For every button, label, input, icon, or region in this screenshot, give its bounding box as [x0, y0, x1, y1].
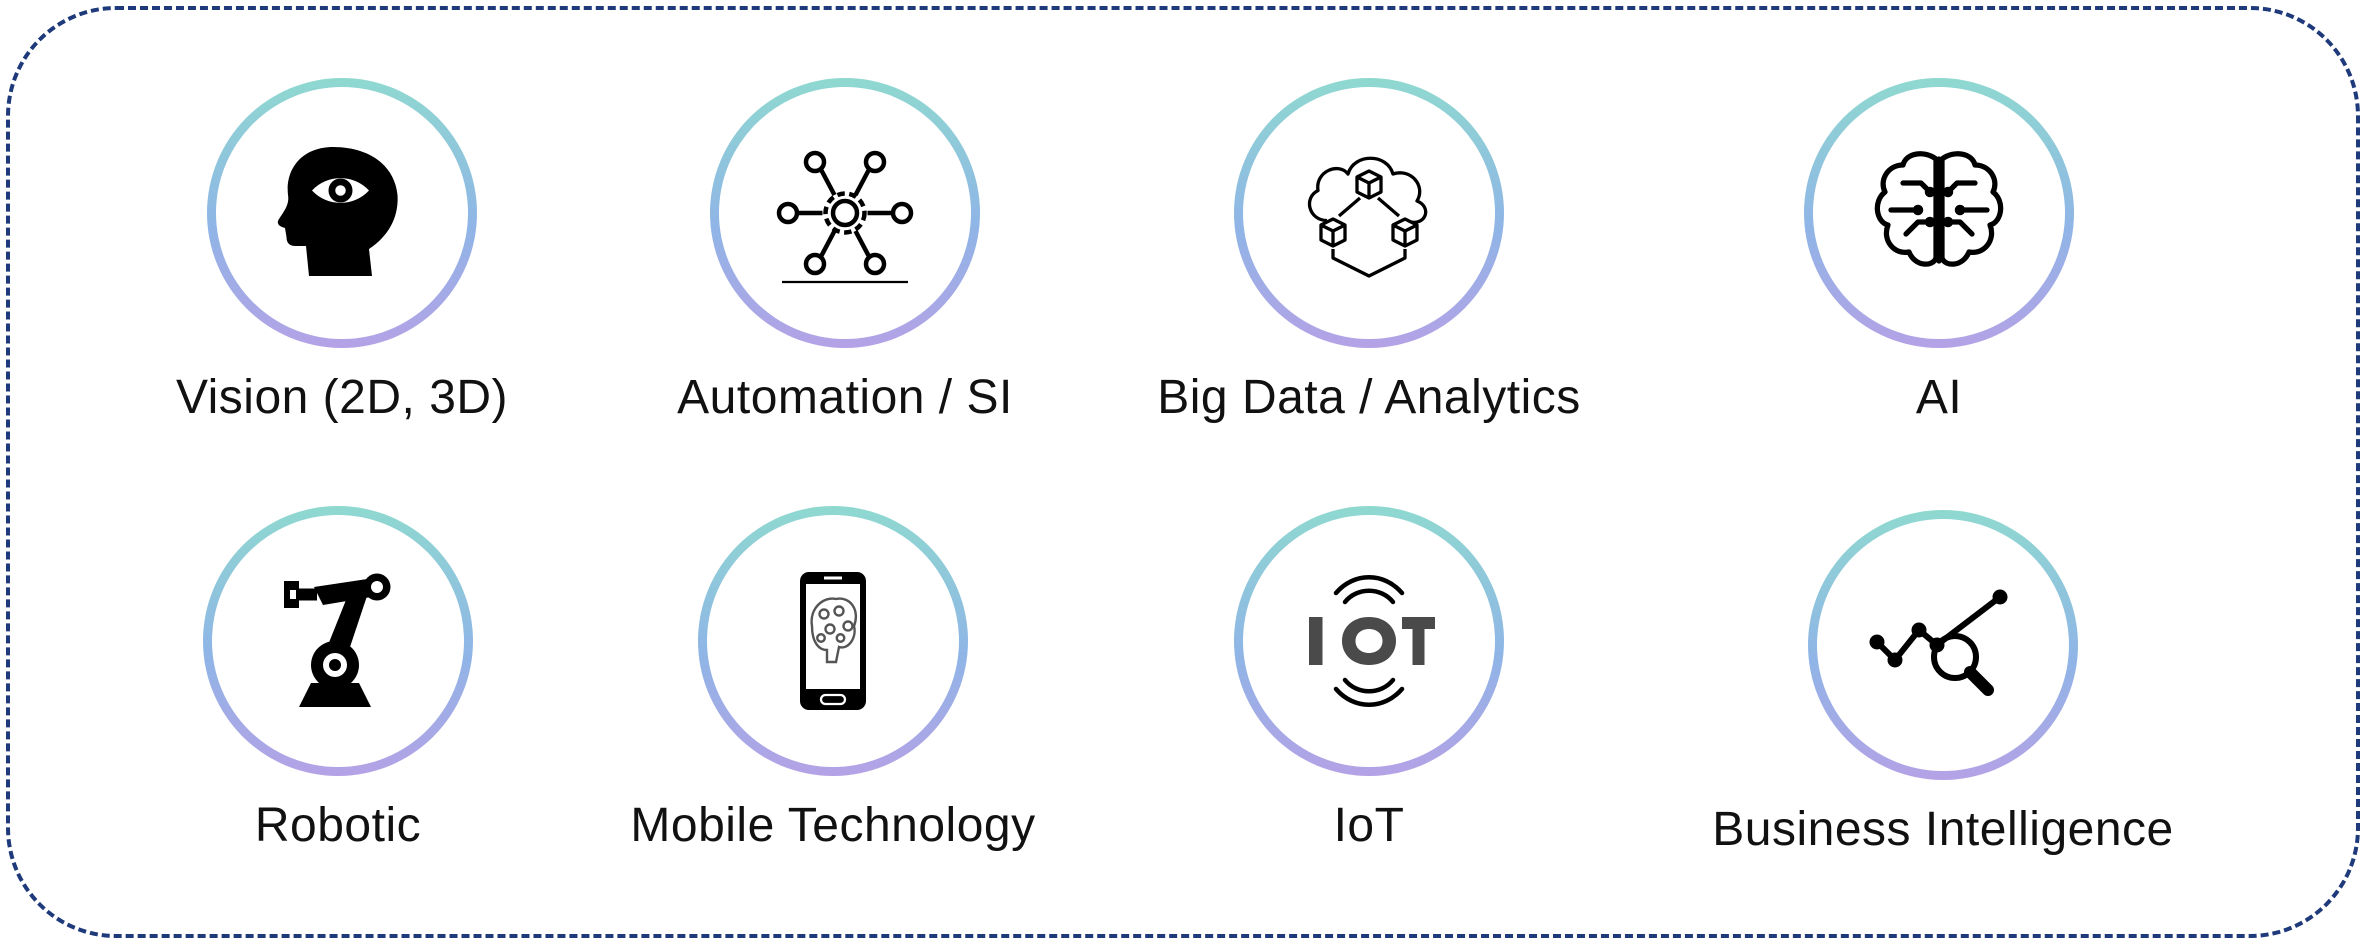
- item-automation: Automation / SI: [605, 78, 1085, 438]
- item-vision: Vision (2D, 3D): [102, 78, 582, 438]
- item-label: Robotic: [254, 799, 422, 852]
- item-mobile: Mobile Technology: [593, 506, 1073, 866]
- item-label: Vision (2D, 3D): [175, 371, 509, 424]
- automation-gear-icon: [776, 150, 914, 284]
- robot-arm-icon: [284, 573, 391, 707]
- brain-circuit-icon: [1874, 151, 2004, 267]
- item-label: IoT: [1333, 799, 1405, 852]
- item-label: Business Intelligence: [1712, 803, 2174, 856]
- icon-ring: [698, 506, 968, 776]
- icon-ring: [1808, 510, 2078, 780]
- icon-ring: [1234, 78, 1504, 348]
- item-business-intelligence: Business Intelligence: [1703, 510, 2183, 870]
- icon-ring: [207, 78, 477, 348]
- icon-ring: [203, 506, 473, 776]
- dashed-frame: [6, 6, 2360, 938]
- item-label: Automation / SI: [677, 371, 1013, 424]
- item-robotic: Robotic: [98, 506, 578, 866]
- mobile-brain-icon: [800, 572, 866, 710]
- iot-signal-icon: [1309, 575, 1435, 707]
- item-label: Mobile Technology: [630, 799, 1036, 852]
- item-big-data: Big Data / Analytics: [1129, 78, 1609, 438]
- icon-ring: [1234, 506, 1504, 776]
- icon-ring: [710, 78, 980, 348]
- head-eye-icon: [277, 147, 398, 276]
- cloud-cubes-icon: [1307, 156, 1428, 278]
- item-label: AI: [1915, 371, 1963, 424]
- icon-ring: [1804, 78, 2074, 348]
- item-label: Big Data / Analytics: [1157, 371, 1581, 424]
- item-iot: IoT: [1129, 506, 1609, 866]
- item-ai: AI: [1699, 78, 2179, 438]
- trend-magnifier-icon: [1869, 589, 2008, 696]
